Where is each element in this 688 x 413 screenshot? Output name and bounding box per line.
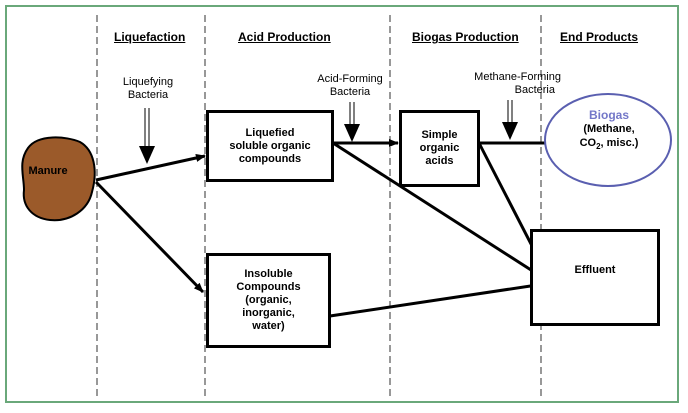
arrow-liquefied-to-effluent [332, 141, 557, 288]
liquefied-compounds-box: Liquefied soluble organic compounds [206, 110, 334, 182]
biogas-title: Biogas [588, 108, 629, 122]
acid-forming-bacteria-line1: Acid-Forming [317, 73, 383, 85]
biogas-node: Biogas (Methane, CO2, misc.) [544, 96, 674, 188]
insoluble-line4: inorganic, [242, 307, 295, 319]
insoluble-line1: Insoluble [244, 268, 293, 280]
acid-forming-bacteria-label: Acid-Forming Bacteria [300, 73, 400, 99]
header-end-products: End Products [560, 30, 639, 44]
methane-forming-bacteria-arrow [502, 100, 518, 140]
acid-forming-bacteria-line2: Bacteria [329, 86, 371, 98]
arrow-manure-to-insoluble [94, 180, 205, 294]
insoluble-line5: water) [252, 320, 285, 332]
header-biogas-production: Biogas Production [412, 30, 519, 44]
biogas-line2: CO2, misc.) [544, 136, 674, 154]
insoluble-compounds-box: Insoluble Compounds (organic, inorganic,… [206, 253, 331, 348]
liquefied-line2: soluble organic [229, 139, 311, 152]
liquefying-bacteria-arrow [139, 108, 155, 164]
effluent-label: Effluent [574, 264, 616, 276]
biogas-line1: (Methane, [583, 123, 635, 135]
arrow-insoluble-to-effluent [329, 279, 558, 318]
acid-forming-bacteria-arrow [344, 102, 360, 142]
methane-forming-bacteria-line2: Bacteria [514, 84, 555, 96]
methane-forming-bacteria-line1: Methane-Forming [474, 71, 561, 83]
manure-blob [21, 136, 96, 222]
diagram-frame [5, 5, 679, 403]
arrow-manure-to-liquefied [95, 154, 206, 182]
biogas-co: CO [579, 137, 597, 149]
liquefying-bacteria-line2: Bacteria [127, 89, 169, 101]
simple-line1: Simple [421, 129, 458, 141]
biogas-circle [544, 93, 672, 187]
liquefying-bacteria-label: Liquefying Bacteria [112, 76, 184, 102]
liquefying-bacteria-line1: Liquefying [122, 76, 174, 88]
insoluble-line2: Compounds [236, 281, 301, 293]
insoluble-line3: (organic, [245, 294, 292, 306]
manure-label: Manure [28, 165, 68, 177]
effluent-box: Effluent [530, 229, 660, 326]
header-acid-production: Acid Production [238, 30, 331, 44]
biogas-sub: 2 [596, 142, 601, 152]
header-liquefaction: Liquefaction [114, 30, 186, 44]
liquefied-line1: Liquefied [245, 126, 295, 139]
simple-line3: acids [425, 155, 454, 167]
biogas-rest: , misc.) [600, 137, 639, 149]
liquefied-line3: compounds [238, 152, 302, 165]
simple-organic-acids-box: Simple organic acids [399, 110, 480, 187]
simple-line2: organic [419, 142, 460, 154]
methane-forming-bacteria-label: Methane-Forming Bacteria [425, 71, 561, 97]
